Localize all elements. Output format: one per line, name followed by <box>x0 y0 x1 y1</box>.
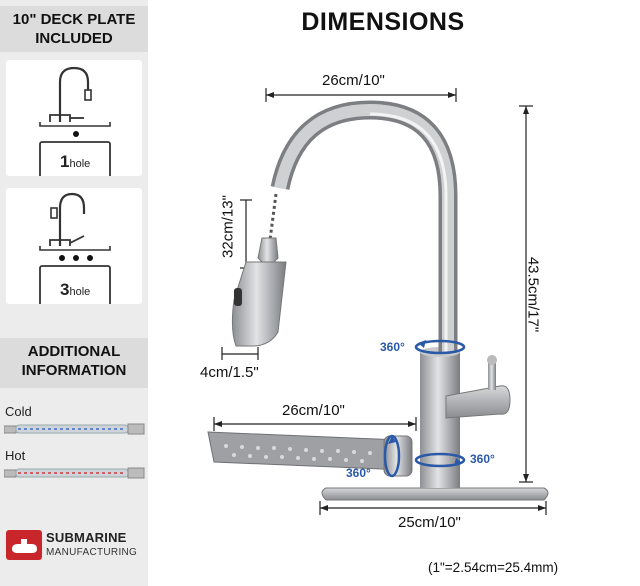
hose-pull-dimension: 32cm/13" <box>219 195 237 258</box>
deck-plate-heading: 10" DECK PLATE INCLUDED <box>0 6 148 52</box>
sprayer-width-dimension: 4cm/1.5" <box>200 364 259 381</box>
rotation-label-spout: 360° <box>380 340 405 354</box>
rotation-label-sprayer: 360° <box>346 466 371 480</box>
cold-hose-icon <box>4 423 145 435</box>
rotation-label-base: 360° <box>470 452 495 466</box>
height-dimension: 43.5cm/17" <box>524 256 542 333</box>
additional-info-heading: ADDITIONAL INFORMATION <box>0 338 148 388</box>
spray-head-length-dimension: 26cm/10" <box>282 402 345 419</box>
one-hole-label: 1hole <box>60 152 91 171</box>
cold-hose-label: Cold <box>5 404 32 419</box>
one-hole-panel: 1hole <box>6 60 142 176</box>
one-hole-faucet-icon <box>39 66 111 176</box>
spout-reach-dimension: 26cm/10" <box>322 72 385 89</box>
three-hole-faucet-icon <box>39 192 111 304</box>
three-hole-panel: 3hole <box>6 188 142 304</box>
brand-name: SUBMARINE <box>46 530 127 545</box>
faucet-illustration <box>207 88 549 515</box>
hot-hose-icon <box>4 467 145 479</box>
submarine-logo-icon <box>6 530 42 560</box>
hot-hose-label: Hot <box>5 448 26 463</box>
brand-subtitle: MANUFACTURING <box>46 547 138 558</box>
conversion-note: (1"=2.54cm=25.4mm) <box>428 560 559 575</box>
three-hole-label: 3hole <box>60 280 91 299</box>
deck-plate-dimension: 25cm/10" <box>398 514 461 531</box>
page-title: DIMENSIONS <box>301 8 465 36</box>
